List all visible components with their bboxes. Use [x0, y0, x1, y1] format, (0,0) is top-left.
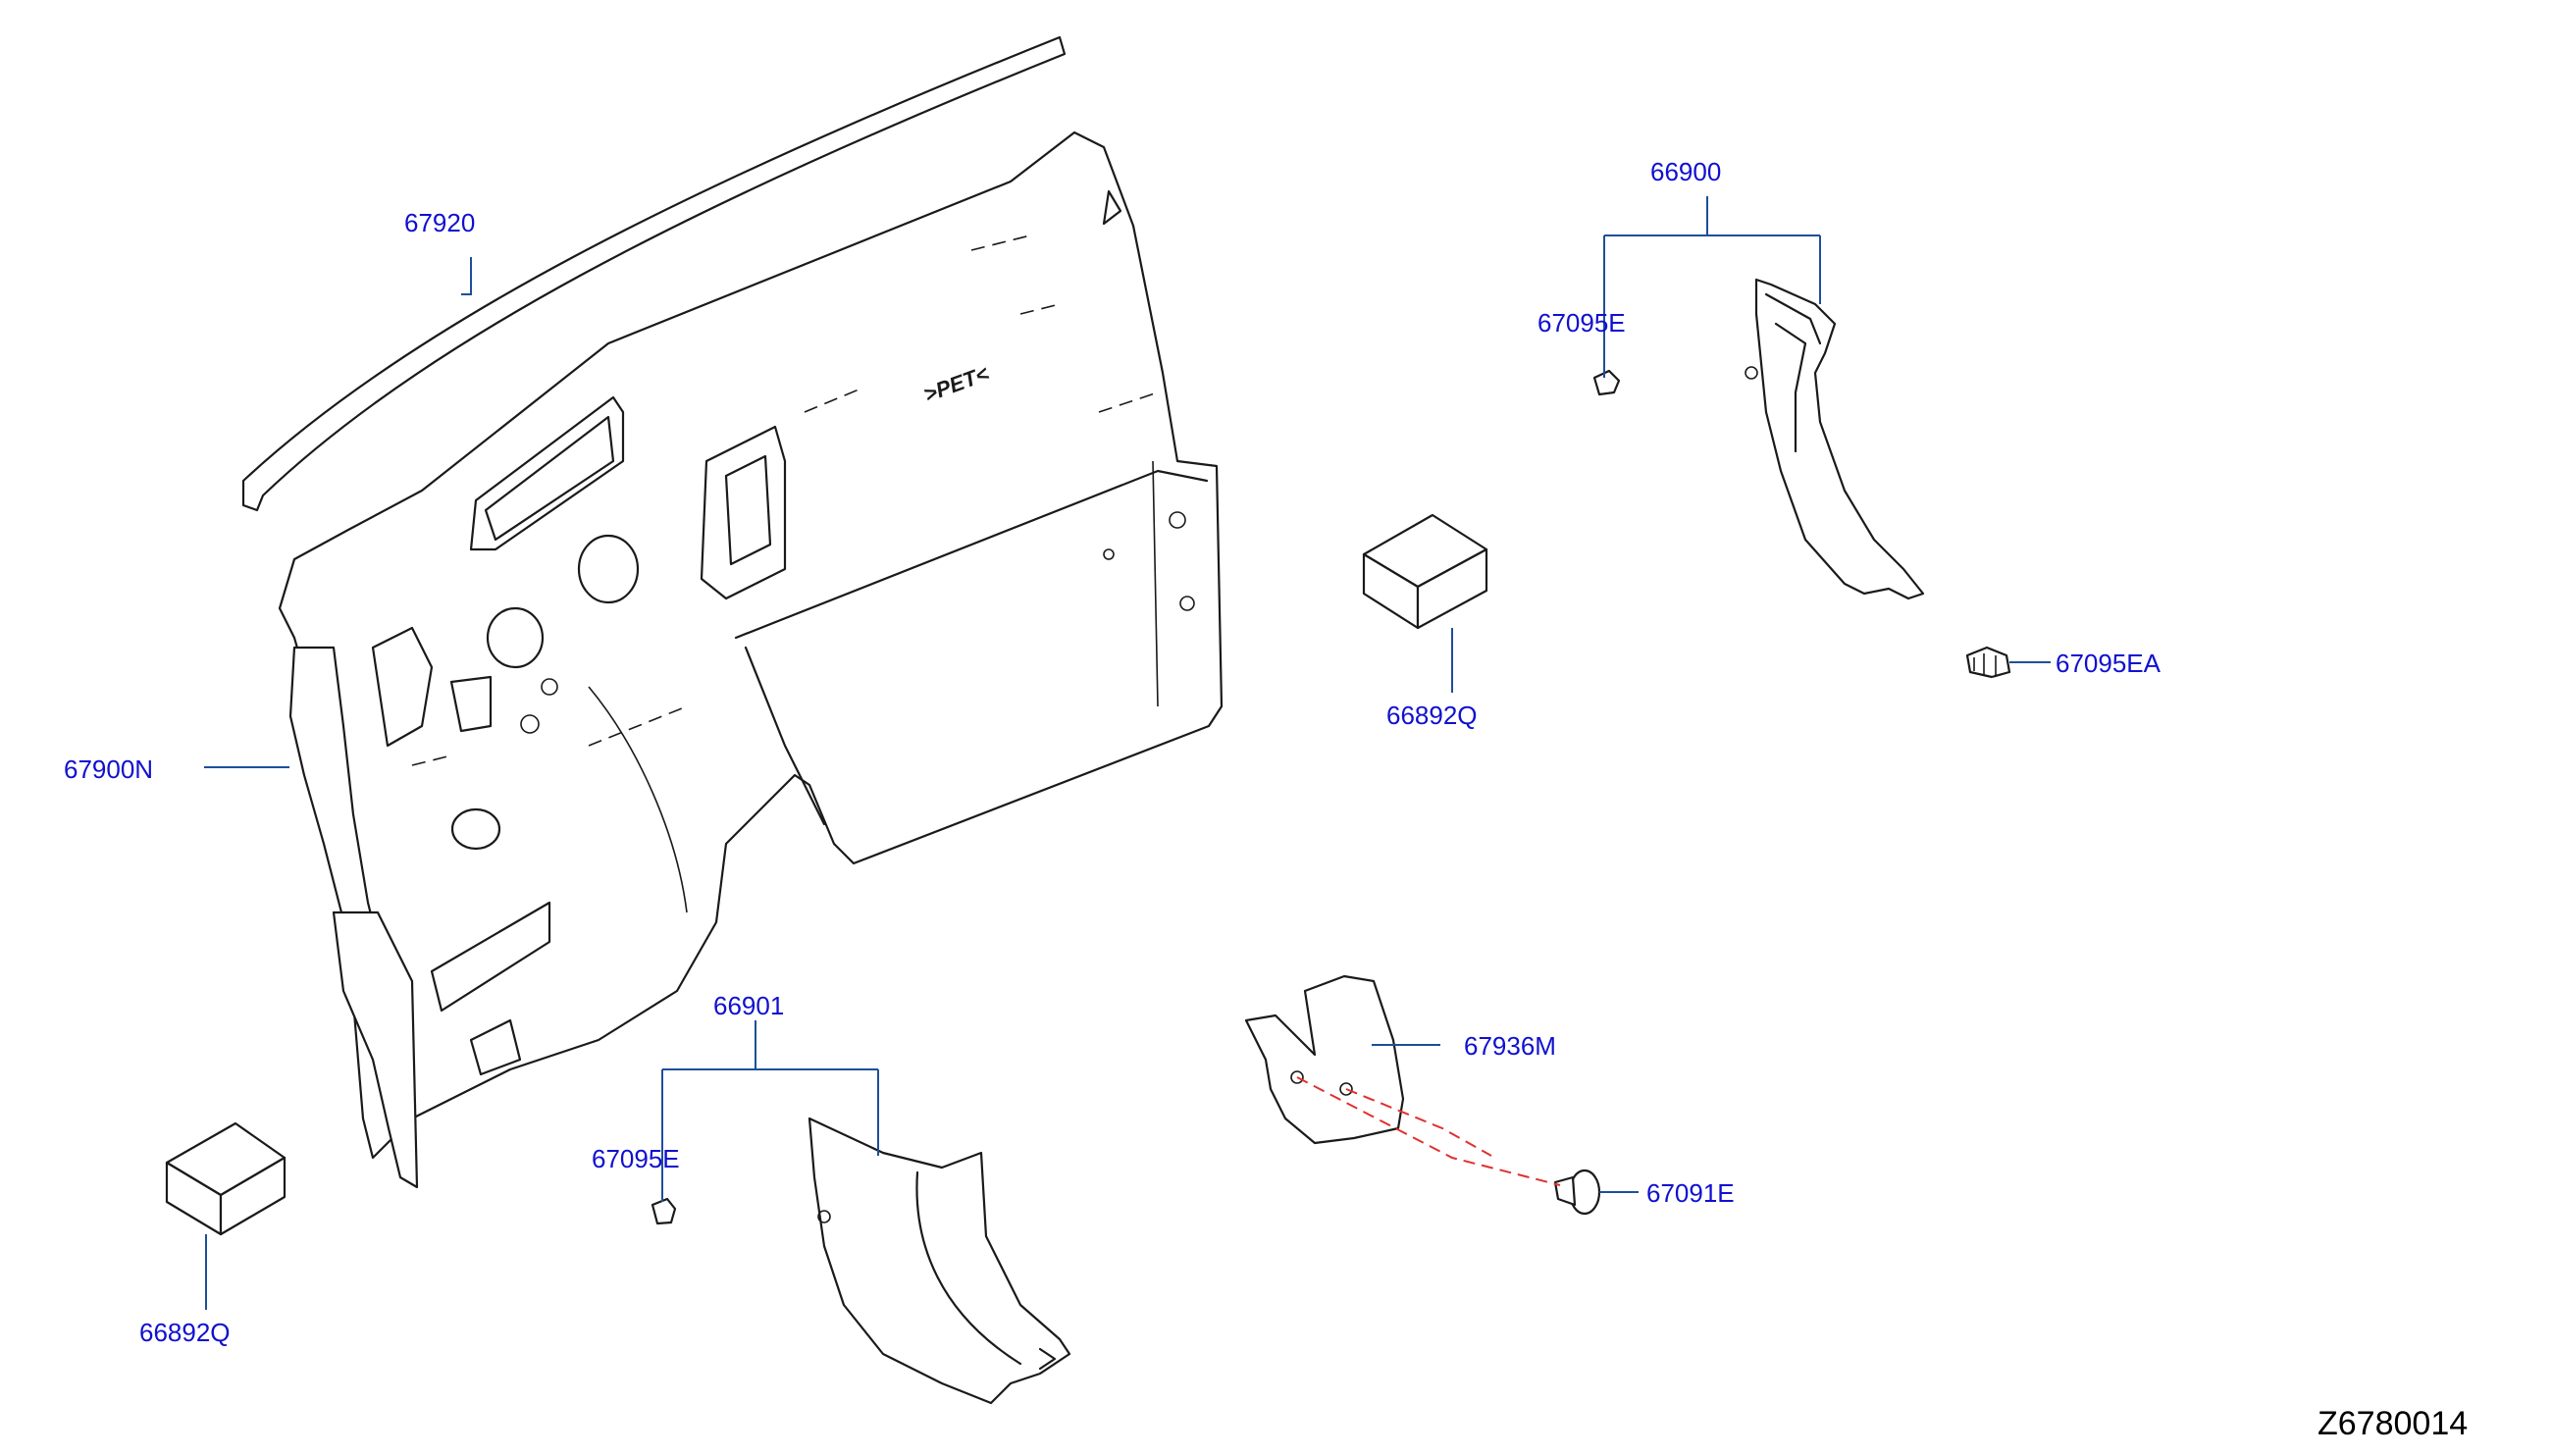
weatherstrip-67920 — [241, 35, 1067, 512]
label-67095ea: 67095EA — [2056, 649, 2162, 678]
label-67095e-upper: 67095E — [1537, 308, 1626, 338]
label-66892q-lower: 66892Q — [139, 1318, 231, 1347]
insulator-block-66892q-upper — [1362, 513, 1488, 630]
pad-67936m — [1244, 974, 1405, 1145]
clip-67095e-upper — [1592, 369, 1621, 396]
clip-67091e — [1553, 1169, 1601, 1216]
install-guide-line-2 — [1345, 1088, 1492, 1157]
clip-67095ea — [1965, 646, 2011, 679]
label-67936m: 67936M — [1464, 1031, 1556, 1061]
kick-panel-66900 — [1745, 278, 1925, 600]
kick-panel-66901 — [808, 1117, 1071, 1405]
install-guide-line — [1296, 1076, 1561, 1186]
label-67920: 67920 — [404, 208, 475, 237]
insulator-block-66892q-lower — [165, 1121, 287, 1236]
label-67091e: 67091E — [1646, 1178, 1735, 1208]
label-66901: 66901 — [713, 991, 784, 1020]
label-67095e-lower: 67095E — [592, 1144, 680, 1173]
label-66892q-upper: 66892Q — [1386, 701, 1478, 730]
leader-lines — [204, 196, 2051, 1310]
clip-67095e-lower — [651, 1197, 677, 1225]
label-67900n: 67900N — [64, 754, 153, 784]
diagram-reference: Z6780014 — [2318, 1405, 2468, 1442]
label-66900: 66900 — [1650, 157, 1721, 186]
dash-insulator-panel — [278, 130, 1224, 1189]
